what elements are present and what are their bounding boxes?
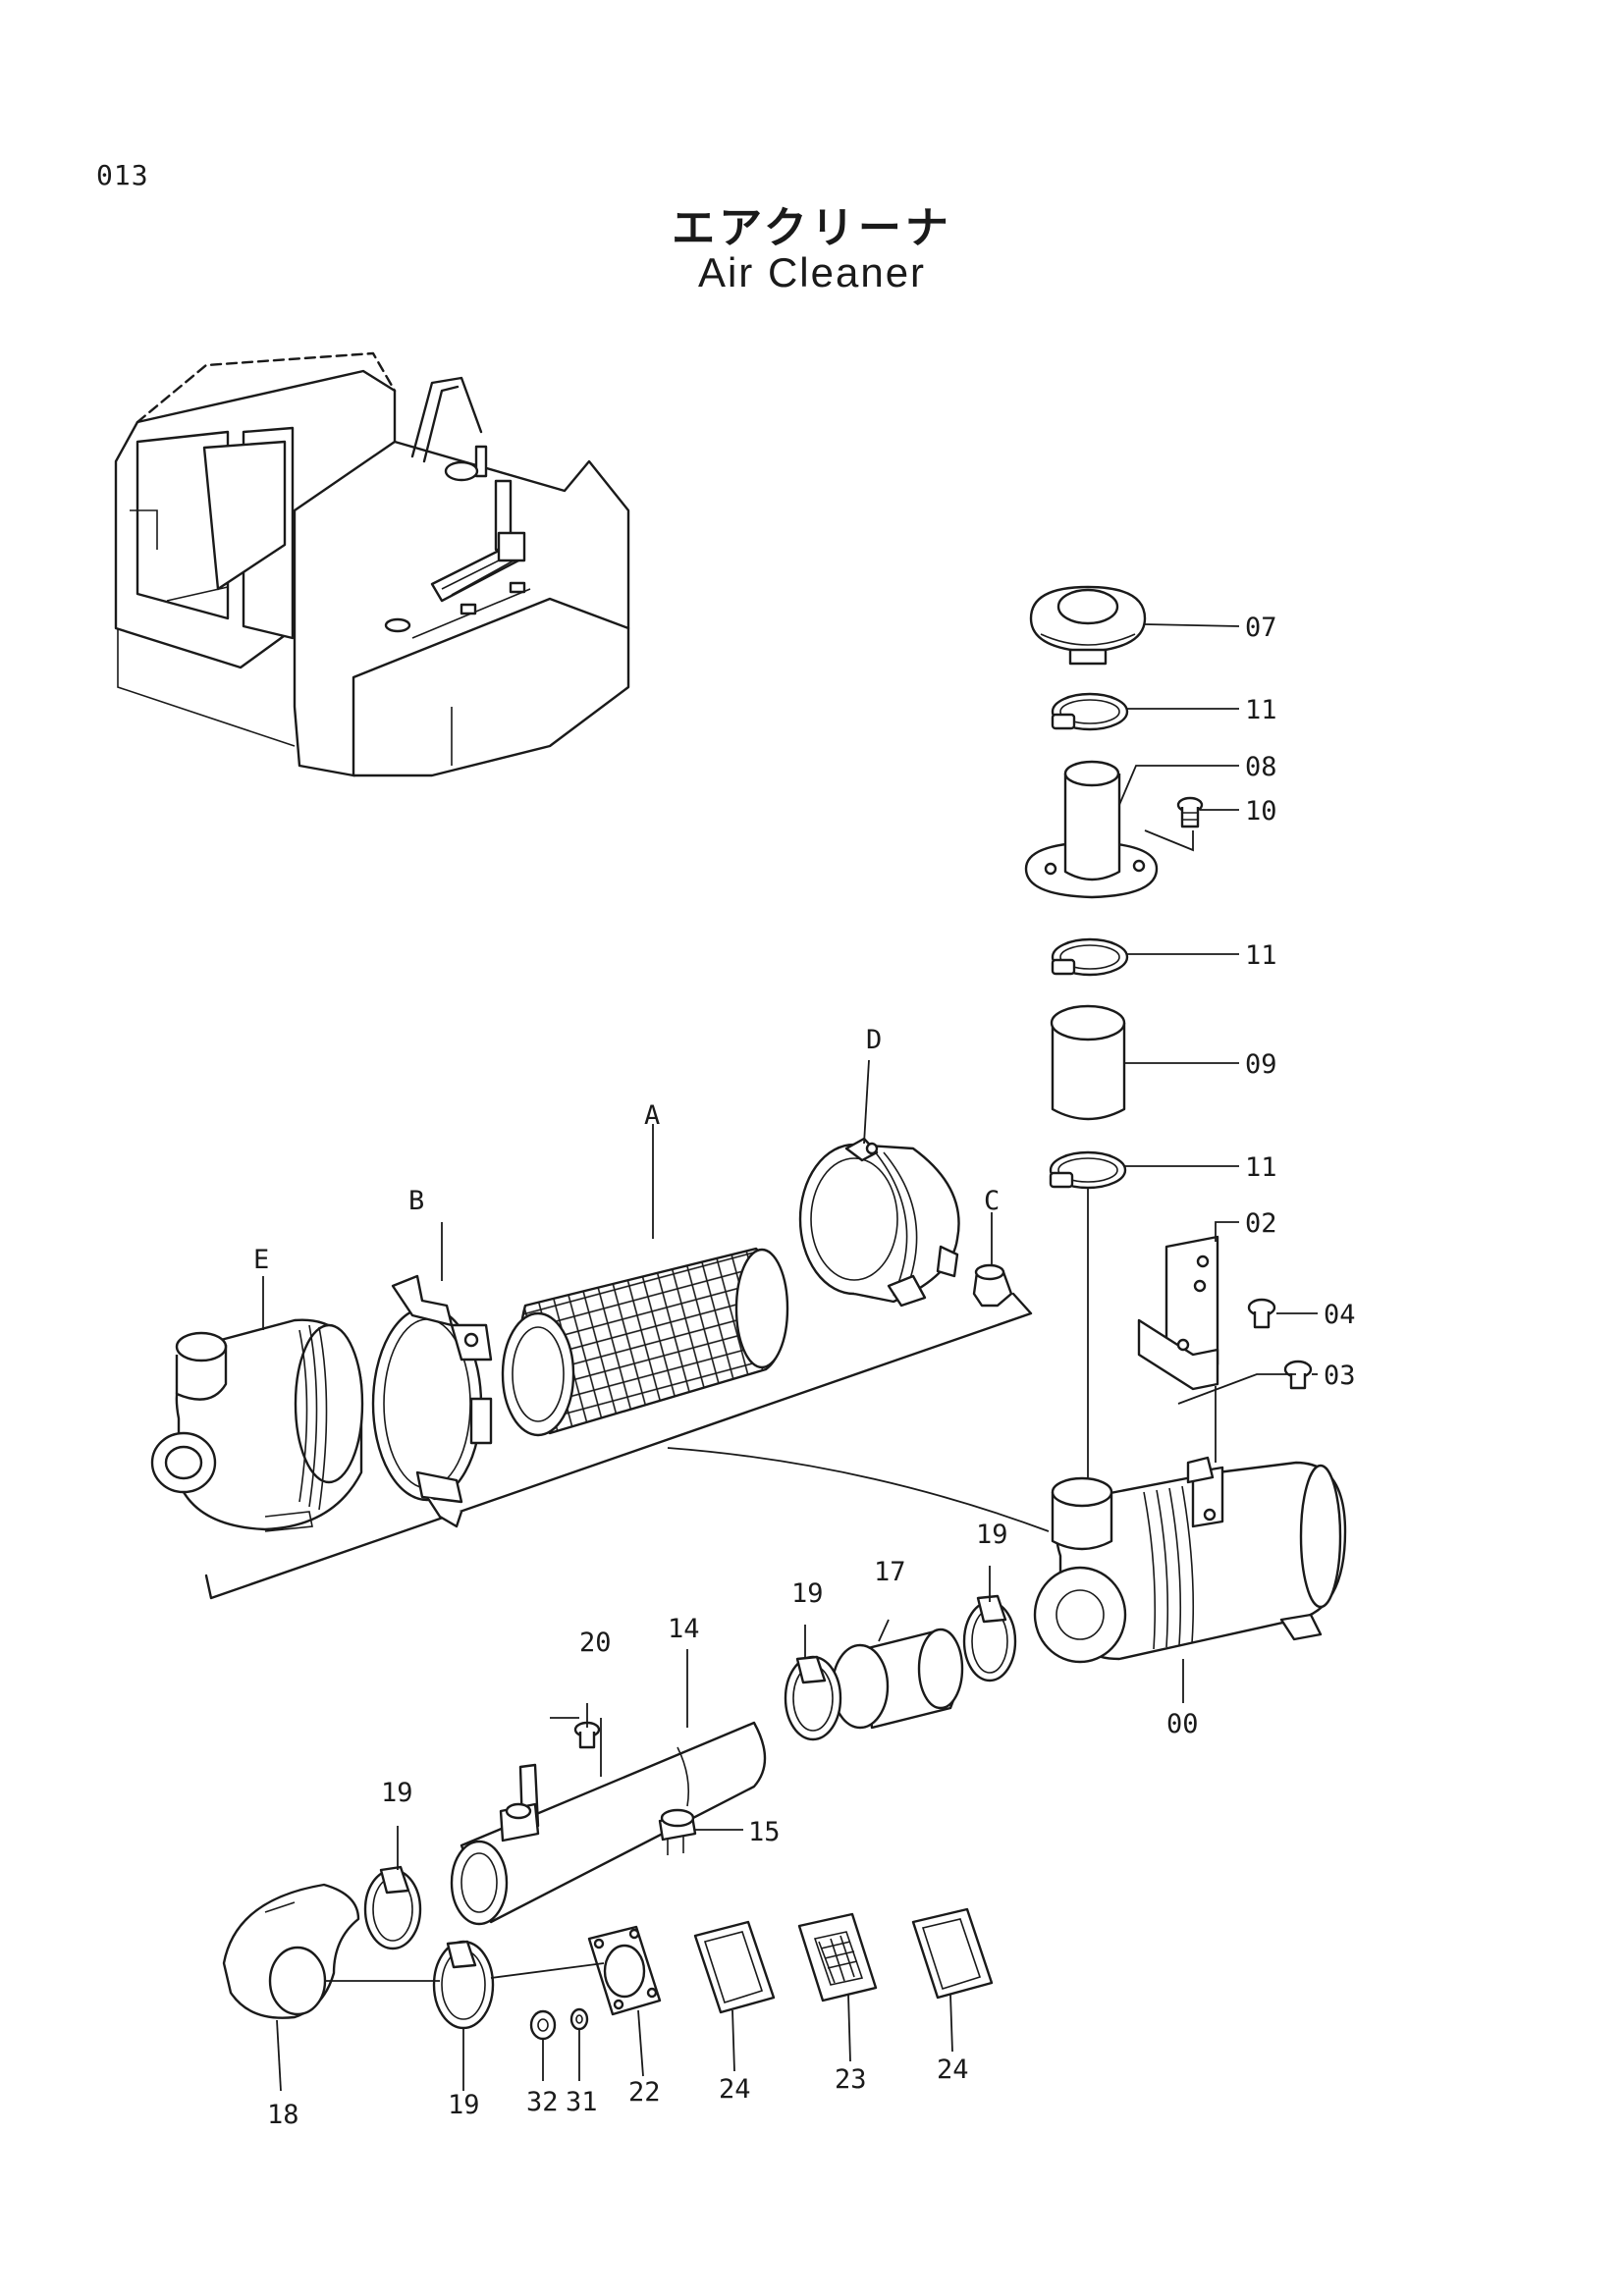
mounting-band-B [371, 1274, 493, 1528]
callout-20: 20 [579, 1628, 612, 1658]
hose-clamp-19-d [432, 1940, 495, 2030]
callout-15: 15 [748, 1817, 781, 1847]
callout-32: 32 [526, 2087, 559, 2117]
callout-14: 14 [668, 1614, 700, 1644]
bolt-10 [1176, 796, 1204, 828]
callout-19-right: 19 [976, 1520, 1008, 1550]
cover-D [798, 1137, 960, 1308]
excavator-locator-icon [114, 351, 630, 777]
vacuator-valve-C [972, 1263, 1013, 1308]
callout-19-left: 19 [381, 1778, 413, 1808]
callout-D: D [866, 1025, 882, 1055]
nut-32 [529, 2009, 557, 2041]
callout-08: 08 [1245, 752, 1277, 782]
filter-element-icon [501, 1247, 789, 1437]
callout-24-left: 24 [719, 2074, 751, 2105]
callout-E: E [253, 1245, 269, 1275]
callout-31: 31 [566, 2087, 598, 2117]
inlet-pipe-08 [1024, 760, 1159, 899]
bolt-20 [573, 1721, 601, 1749]
callout-10: 10 [1245, 796, 1277, 827]
callout-labels: 07 11 08 10 11 09 11 02 04 03 00 D A C B… [253, 613, 1356, 2130]
page-title-japanese: エアクリーナ [672, 203, 952, 253]
gasket-24-a [693, 1920, 776, 2014]
callout-04: 04 [1324, 1300, 1356, 1330]
leader-lines [262, 623, 1318, 2092]
rubber-sleeve-09 [1050, 1004, 1126, 1121]
washer-31 [569, 2007, 589, 2031]
callout-03: 03 [1324, 1361, 1356, 1391]
housing-E [150, 1318, 364, 1532]
callout-24-right: 24 [937, 2055, 969, 2085]
flange-22 [587, 1925, 662, 2016]
screen-23 [797, 1912, 878, 2002]
callout-C: C [984, 1186, 1000, 1216]
callout-11-top: 11 [1245, 695, 1277, 725]
callout-B: B [408, 1186, 424, 1216]
callout-11-bottom: 11 [1245, 1152, 1277, 1183]
callout-07: 07 [1245, 613, 1277, 643]
air-cleaner-icon [1033, 1456, 1347, 1664]
callout-11-mid: 11 [1245, 940, 1277, 971]
callout-02: 02 [1245, 1208, 1277, 1239]
callout-23: 23 [835, 2064, 867, 2095]
elbow-18 [222, 1883, 360, 2019]
hose-clamp-19-b [962, 1594, 1017, 1682]
callout-A: A [644, 1100, 660, 1131]
hose-clamp-icon [1049, 692, 1129, 1190]
hose-clamp-19-a [784, 1655, 842, 1741]
callout-09: 09 [1245, 1049, 1277, 1080]
callout-18: 18 [267, 2100, 299, 2130]
callout-17: 17 [874, 1557, 906, 1587]
rain-cap-icon [1029, 585, 1147, 666]
page-number: 013 [96, 159, 149, 191]
hose-17 [831, 1628, 964, 1730]
bolt-03 [1283, 1360, 1313, 1390]
bolt-04 [1247, 1298, 1276, 1329]
bracket-02 [1137, 1235, 1219, 1391]
callout-22: 22 [628, 2077, 661, 2108]
page-title-english: Air Cleaner [697, 249, 927, 295]
intake-pipe-14 [450, 1721, 767, 1926]
sensor-15 [658, 1808, 697, 1855]
callout-00: 00 [1166, 1709, 1199, 1739]
callout-19-bottom: 19 [448, 2090, 480, 2120]
callout-19-mid: 19 [791, 1578, 824, 1609]
gasket-24-b [911, 1907, 994, 2000]
hose-clamp-19-c [363, 1865, 422, 1950]
